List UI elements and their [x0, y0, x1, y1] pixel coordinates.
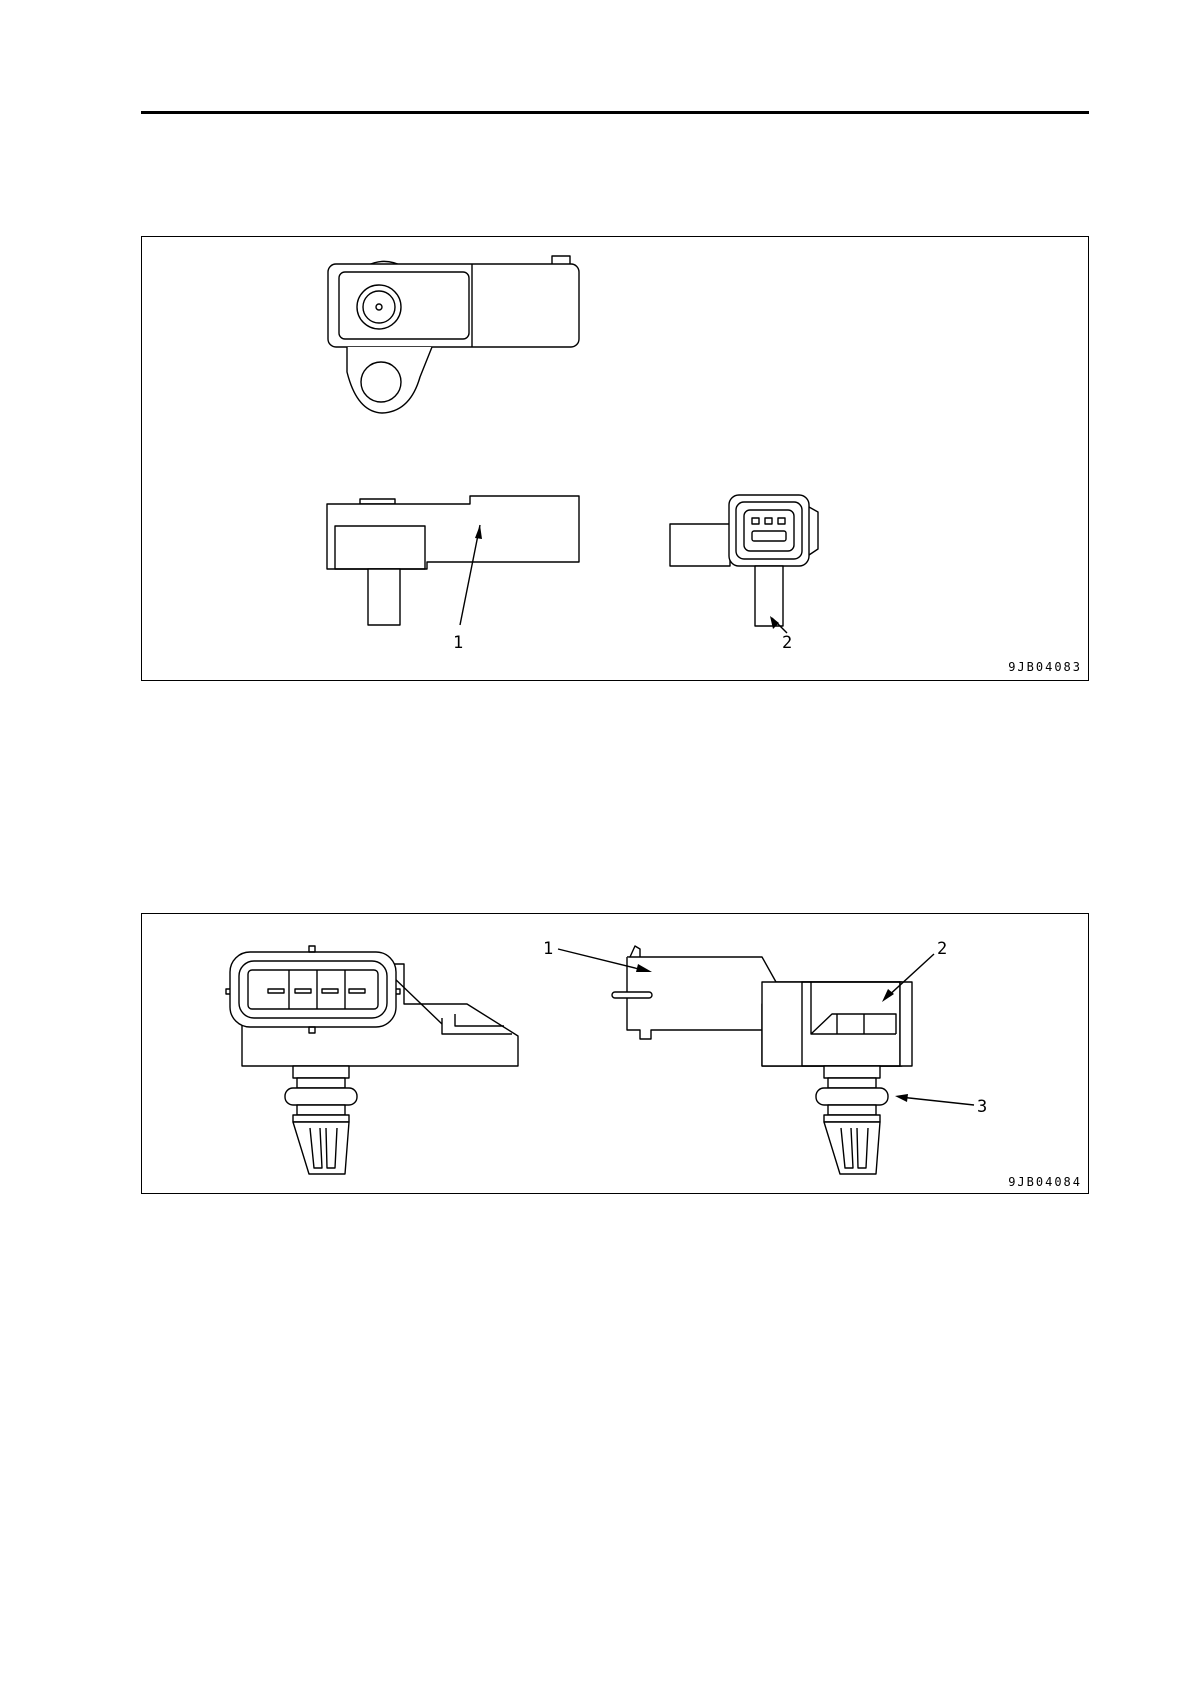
arrowhead-3 — [895, 1094, 908, 1102]
callout-2: 2 — [782, 633, 792, 653]
figure-sensor-2: 1 2 3 9JB04084 — [141, 913, 1089, 1194]
sensor-1-connector-view — [670, 495, 818, 626]
sensor-1-drawing: 1 2 9JB04083 — [142, 237, 1090, 682]
arrowhead-1 — [636, 964, 652, 972]
sensor-2-front-view — [226, 946, 518, 1174]
figure-sensor-1: 1 2 9JB04083 — [141, 236, 1089, 681]
figure-code: 9JB04083 — [1008, 660, 1082, 674]
figure-code: 9JB04084 — [1008, 1175, 1082, 1189]
sensor-2-side-view — [612, 946, 912, 1174]
callout-3: 3 — [977, 1097, 987, 1117]
callout-2: 2 — [937, 939, 947, 959]
callout-1: 1 — [543, 939, 553, 959]
sensor-2-drawing: 1 2 3 9JB04084 — [142, 914, 1090, 1195]
sensor-1-side-view — [327, 496, 579, 625]
callout-1: 1 — [453, 633, 463, 653]
sensor-1-top-view — [328, 256, 579, 413]
header-rule — [141, 111, 1089, 114]
